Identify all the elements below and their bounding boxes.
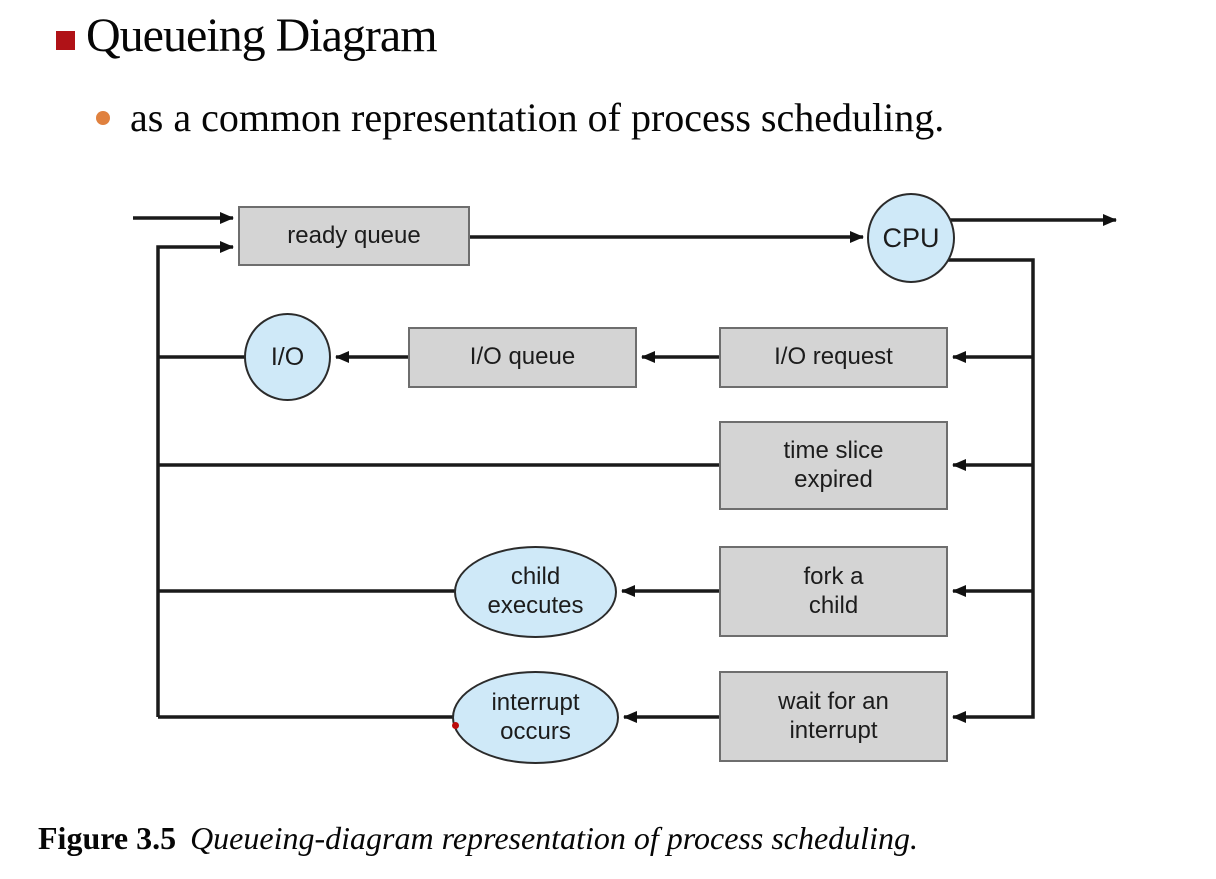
node-interrupt-occurs: interrupt occurs bbox=[452, 671, 619, 764]
figure-number: Figure 3.5 bbox=[38, 820, 177, 856]
node-child-executes: child executes bbox=[454, 546, 617, 638]
node-io: I/O bbox=[244, 313, 331, 401]
page-title: Queueing Diagram bbox=[86, 9, 438, 62]
node-cpu: CPU bbox=[867, 193, 955, 283]
red-pointer-dot bbox=[452, 722, 459, 729]
title-square-bullet-icon bbox=[56, 31, 75, 50]
subtitle: as a common representation of process sc… bbox=[130, 95, 945, 140]
subtitle-dot-bullet-icon bbox=[96, 111, 110, 125]
node-wait-for-interrupt: wait for an interrupt bbox=[719, 671, 948, 762]
node-io-request: I/O request bbox=[719, 327, 948, 388]
node-time-slice-expired: time slice expired bbox=[719, 421, 948, 510]
figure-caption: Figure 3.5 Queueing-diagram representatio… bbox=[38, 820, 918, 857]
figure-caption-text: Queueing-diagram representation of proce… bbox=[190, 820, 918, 856]
node-io-queue: I/O queue bbox=[408, 327, 637, 388]
node-ready-queue: ready queue bbox=[238, 206, 470, 266]
node-fork-a-child: fork a child bbox=[719, 546, 948, 637]
